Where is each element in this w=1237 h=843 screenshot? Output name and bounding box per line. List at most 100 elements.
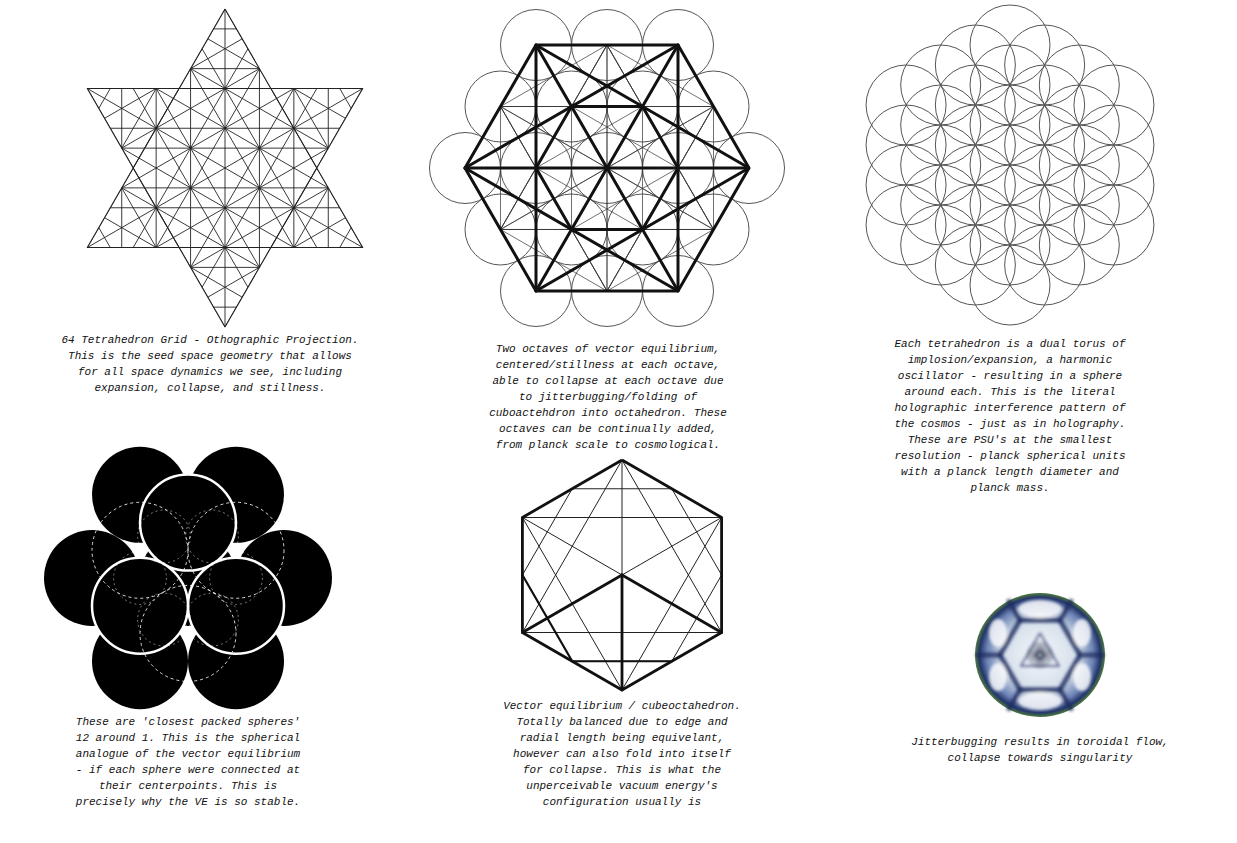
hidden-sphere (138, 593, 191, 646)
ve-cube-edge (522, 575, 622, 633)
caption-text: These are 'closest packed spheres' 12 ar… (75, 714, 301, 810)
grid-line (186, 0, 504, 374)
ve-spoke (622, 460, 623, 575)
grid-line (0, 267, 543, 268)
hidden-sphere (188, 502, 284, 598)
grid-line (49, 0, 367, 433)
grid-line (0, 98, 449, 416)
grid-line (328, 0, 329, 486)
hidden-sphere (138, 510, 191, 563)
flow-line (1060, 601, 1071, 620)
flow-highlight (1018, 692, 1062, 710)
octave-hexagon (465, 45, 749, 291)
grid-line (0, 128, 432, 446)
ve-spoke (622, 518, 722, 576)
grid-line (0, 0, 298, 493)
octave-spoke (607, 167, 749, 170)
flow-highlight (1073, 663, 1091, 691)
caption-text: Two octaves of vector equilibrium, cente… (488, 341, 728, 453)
grid-line (293, 0, 294, 486)
flow-line (978, 653, 1000, 658)
grid-line (0, 0, 432, 208)
torus-body (975, 593, 1105, 717)
grid-line (49, 0, 367, 453)
hidden-sphere (186, 510, 239, 563)
center-ray (1027, 655, 1038, 656)
center-ray (1040, 657, 1041, 668)
flow-line (1009, 601, 1020, 620)
packed-spheres (44, 447, 332, 709)
center-ray (1040, 642, 1041, 653)
grid-line (0, 0, 449, 238)
ve-spoke (622, 575, 722, 633)
grid-outline (87, 89, 362, 328)
grid-line (0, 307, 543, 308)
flow-highlight (989, 663, 1007, 691)
caption-text: Jitterbugging results in toroidal flow, … (911, 734, 1170, 766)
flow-highlight (1073, 619, 1091, 647)
grid-line (0, 187, 543, 188)
flow-highlight (1018, 600, 1062, 618)
grid-line (121, 0, 122, 486)
grid-line (0, 0, 535, 267)
grid-line (259, 0, 260, 486)
flower-of-life (866, 5, 1154, 325)
hidden-sphere (186, 593, 239, 646)
hidden-sphere (92, 502, 188, 598)
grid-line (362, 0, 363, 486)
caption-text: Vector equilibrium / cubeoctahedron. Tot… (502, 698, 742, 810)
octave-spoke (607, 45, 678, 168)
grid-line (0, 0, 264, 513)
center-ray (1027, 656, 1038, 659)
octave-spoke (536, 168, 607, 291)
center-ray (1042, 652, 1053, 655)
octave-line (607, 168, 749, 169)
cuboctahedron (522, 460, 721, 690)
grid-line (0, 68, 543, 69)
caption-text: 64 Tetrahedron Grid - Othographic Projec… (57, 332, 363, 396)
tetrahedron-grid (0, 0, 569, 523)
ve-spoke (622, 575, 623, 690)
grid-line (0, 9, 500, 327)
flow-line (1009, 690, 1020, 709)
octave-spoke (536, 45, 607, 168)
flow-line (1000, 620, 1080, 689)
ve-cube-edge (622, 575, 722, 633)
grid-line (0, 28, 543, 29)
flow-line (1080, 653, 1102, 658)
grid-line (0, 39, 518, 357)
grid-line (204, 0, 522, 523)
octave-spoke (465, 167, 607, 170)
octave-spoke (607, 168, 678, 291)
vector-equilibrium-octaves (430, 10, 785, 327)
grid-line (225, 0, 226, 486)
ve-cube-edge (522, 575, 572, 661)
grid-lines (0, 0, 569, 523)
grid-line (0, 0, 264, 374)
grid-line (0, 148, 543, 149)
ve-cube-edge (572, 660, 672, 662)
grid-line (87, 0, 88, 486)
grid-line (0, 327, 543, 328)
jitterbug-torus (975, 593, 1105, 717)
center-ray (1041, 657, 1044, 668)
grid-line (18, 0, 569, 208)
top-sphere (188, 558, 284, 654)
ve-spoke (522, 575, 622, 633)
grid-line (190, 0, 191, 486)
ve-spoke (522, 518, 622, 576)
grid-line (1, 98, 552, 416)
caption-text: Each tetrahedron is a dual torus of impl… (894, 336, 1127, 496)
center-ray (1042, 655, 1053, 656)
ve-hexagon (522, 460, 721, 690)
grid-line (0, 0, 246, 523)
hidden-sphere (210, 552, 263, 605)
ve-cube-edge (621, 575, 624, 690)
grid-line (0, 9, 543, 10)
hidden-sphere (114, 552, 167, 605)
flow-highlight (989, 619, 1007, 647)
grid-line (0, 0, 315, 483)
grid-line (0, 0, 466, 267)
grid-line (0, 9, 500, 327)
